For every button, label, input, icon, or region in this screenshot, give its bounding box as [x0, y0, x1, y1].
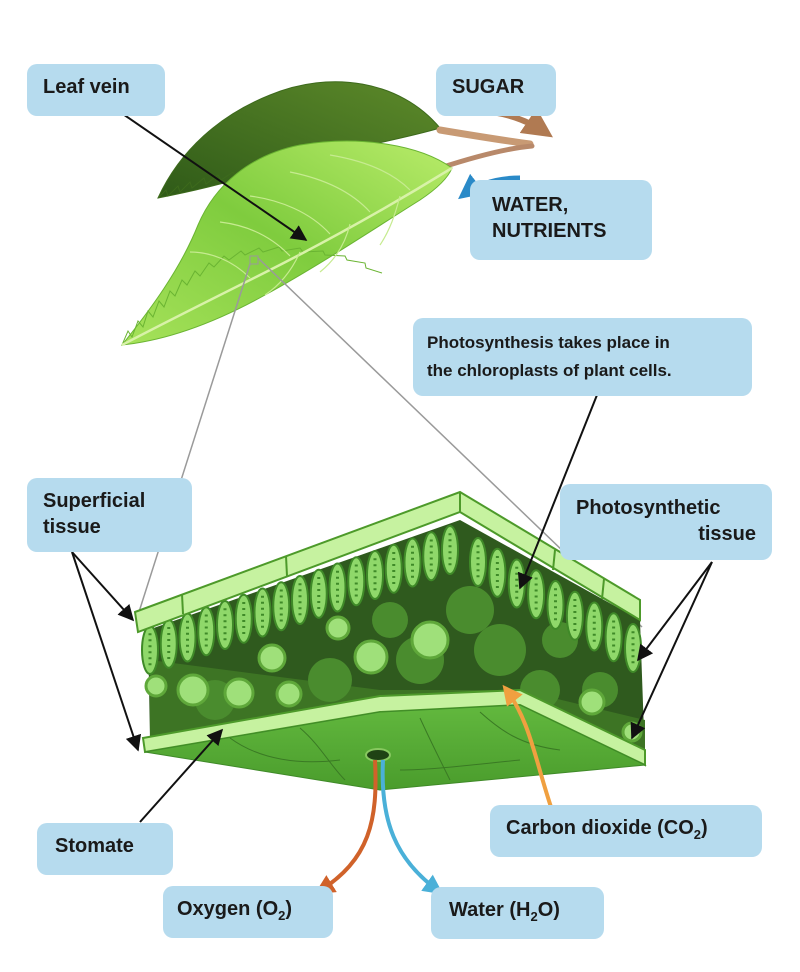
- photosynthesis-line2: the chloroplasts of plant cells.: [427, 361, 672, 380]
- o2-suffix: ): [285, 898, 293, 920]
- label-water-h2o: Water (H2O): [431, 887, 604, 939]
- palisade-cell: [291, 575, 309, 625]
- label-photosynthetic-tissue: Photosynthetic tissue: [560, 484, 772, 560]
- pointer-superficial-bottom: [71, 551, 142, 752]
- h2o-arrow: [380, 759, 444, 895]
- bottom-face: [144, 704, 647, 791]
- palisade-cell: [546, 580, 565, 630]
- leaf-illustration: [120, 81, 535, 347]
- water-nutrients-line1: WATER,: [492, 194, 569, 216]
- palisade-cells: [141, 525, 642, 675]
- water-nutrients-line2: NUTRIENTS: [492, 220, 607, 242]
- leaf-stem: [436, 126, 534, 148]
- magnify-spot: [249, 255, 259, 265]
- superficial-line2: tissue: [43, 516, 101, 538]
- photosynthetic-line2: tissue: [698, 523, 756, 545]
- leaf-veins: [189, 154, 411, 296]
- o2-subscript: 2: [278, 908, 286, 923]
- bottom-face-cell-lines: [229, 711, 561, 781]
- o2-arrow: [314, 759, 378, 895]
- label-carbon-dioxide: Carbon dioxide (CO2): [490, 805, 762, 857]
- h2o-suffix: O): [537, 899, 560, 921]
- leaf-midrib: [121, 166, 453, 347]
- palisade-cell: [604, 612, 623, 663]
- pointer-leaf-vein: [119, 111, 308, 241]
- leaf-vein-text: Leaf vein: [43, 76, 130, 98]
- label-water-nutrients: WATER, NUTRIENTS: [470, 180, 652, 260]
- palisade-cell: [253, 587, 272, 638]
- main-leaf: [120, 140, 453, 346]
- palisade-cell: [234, 593, 253, 644]
- stomate-text: Stomate: [55, 835, 134, 857]
- co2-suffix: ): [701, 817, 708, 839]
- pointer-photosynthetic-bottom: [630, 561, 713, 740]
- cells-with-chloroplasts: [144, 615, 643, 743]
- palisade-cell: [565, 590, 584, 641]
- palisade-cell: [384, 543, 403, 594]
- co2-text: Carbon dioxide (CO: [506, 817, 694, 839]
- sugar-text: SUGAR: [452, 76, 525, 98]
- palisade-cell: [216, 600, 234, 650]
- co2-arrow: [502, 684, 554, 811]
- epidermis-cell-walls: [181, 492, 605, 615]
- palisade-cell: [309, 568, 328, 619]
- label-oxygen: Oxygen (O2): [163, 886, 333, 938]
- palisade-cell: [422, 531, 441, 582]
- palisade-cell: [585, 601, 604, 652]
- palisade-cell: [403, 537, 422, 588]
- label-leaf-vein: Leaf vein: [27, 64, 165, 116]
- palisade-cell: [272, 581, 291, 632]
- palisade-cell: [347, 556, 366, 607]
- zoom-guide-left: [137, 263, 251, 616]
- h2o-text: Water (H: [449, 899, 531, 921]
- pointer-photosynthetic-top: [637, 561, 713, 662]
- palisade-cell: [328, 562, 347, 613]
- superficial-line1: Superficial: [43, 490, 146, 512]
- pointer-photosynthesis: [517, 394, 598, 590]
- palisade-cell: [488, 547, 507, 598]
- label-superficial-tissue: Superficial tissue: [27, 478, 192, 552]
- leaf-stem-2: [437, 143, 535, 171]
- pointer-lines: [71, 111, 713, 823]
- palisade-cell: [441, 525, 459, 575]
- co2-subscript: 2: [693, 827, 702, 842]
- photosynthetic-line1: Photosynthetic: [576, 497, 721, 519]
- pointer-stomate: [139, 728, 224, 823]
- palisade-cell: [469, 537, 487, 587]
- pointer-superficial-top: [71, 551, 135, 622]
- stoma-opening: [365, 748, 391, 762]
- palisade-cell: [366, 550, 384, 600]
- main-leaf-serration: [121, 246, 383, 346]
- o2-text: Oxygen (O: [177, 898, 279, 920]
- photosynthesis-line1: Photosynthesis takes place in: [427, 333, 670, 352]
- label-stomate: Stomate: [37, 823, 173, 875]
- label-photosynthesis: Photosynthesis takes place in the chloro…: [413, 318, 752, 396]
- label-sugar: SUGAR: [436, 64, 556, 116]
- h2o-subscript: 2: [530, 909, 538, 924]
